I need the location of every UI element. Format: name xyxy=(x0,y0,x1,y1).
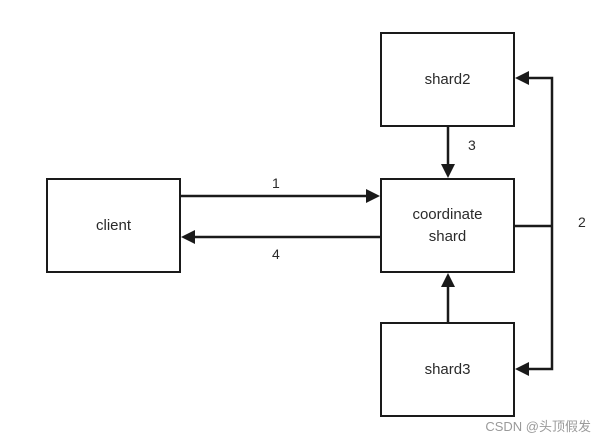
step-3-label: 3 xyxy=(468,137,476,153)
arrowhead-shard3-up xyxy=(441,273,455,287)
shard2-node: shard2 xyxy=(380,32,515,127)
step-4-label: 4 xyxy=(272,246,280,262)
coordinate-shard-node: coordinate shard xyxy=(380,178,515,273)
arrow-2-branch-line xyxy=(528,76,554,371)
shard3-label: shard3 xyxy=(424,360,471,378)
arrowhead-3 xyxy=(441,164,455,178)
arrowhead-1 xyxy=(366,189,380,203)
step-1-label: 1 xyxy=(272,175,280,191)
coordinate-shard-label: coordinate shard xyxy=(412,205,483,245)
arrowhead-2-shard3 xyxy=(515,362,529,376)
watermark-text: CSDN @头顶假发 xyxy=(485,419,591,434)
arrowhead-4 xyxy=(181,230,195,244)
arrowhead-2-shard2 xyxy=(515,71,529,85)
client-node: client xyxy=(46,178,181,273)
step-2-label: 2 xyxy=(578,214,586,230)
shard3-node: shard3 xyxy=(380,322,515,417)
client-label: client xyxy=(95,216,132,234)
shard2-label: shard2 xyxy=(424,70,471,88)
